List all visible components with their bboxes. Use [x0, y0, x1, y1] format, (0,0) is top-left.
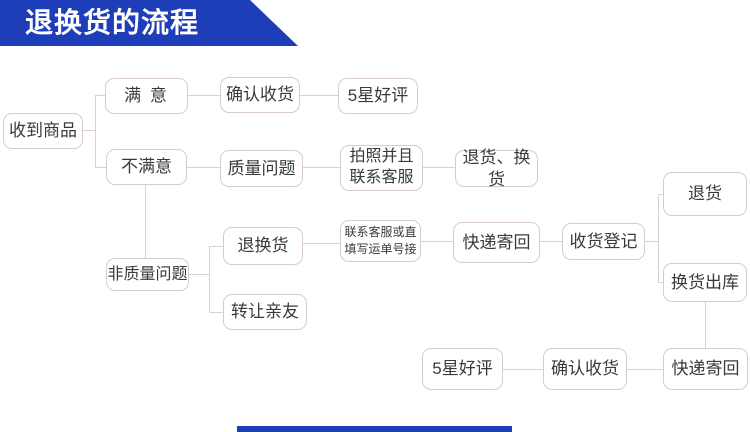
connector-line	[145, 185, 146, 258]
node-received-goods: 收到商品	[3, 113, 83, 149]
header-banner: 退换货的流程	[0, 0, 298, 46]
node-five-star-top: 5星好评	[338, 78, 418, 114]
connector-line	[303, 243, 340, 244]
connector-line	[209, 246, 223, 247]
node-confirm-receipt-top: 确认收货	[220, 77, 300, 113]
connector-line	[658, 282, 664, 283]
connector-line	[645, 241, 658, 242]
node-five-star-bottom: 5星好评	[422, 348, 503, 390]
node-return-goods: 退货	[663, 172, 747, 216]
connector-line	[95, 95, 96, 168]
node-unsatisfied: 不满意	[106, 149, 187, 185]
page-title: 退换货的流程	[25, 7, 200, 38]
connector-line	[209, 312, 223, 313]
connector-line	[503, 369, 543, 370]
connector-line	[83, 130, 95, 131]
node-confirm-receipt-bottom: 确认收货	[543, 348, 627, 390]
connector-line	[188, 95, 220, 96]
connector-line	[209, 246, 210, 312]
node-courier-return-mid: 快递寄回	[453, 222, 540, 263]
connector-line	[95, 167, 107, 168]
connector-line	[658, 194, 664, 195]
node-return-exchange: 退换货	[223, 227, 303, 265]
connector-line	[189, 274, 209, 275]
node-satisfied: 满 意	[105, 78, 188, 114]
node-photo-contact-service: 拍照并且 联系客服	[340, 145, 423, 191]
node-exchange-outbound: 换货出库	[663, 263, 747, 302]
node-return-or-exchange: 退货、换货	[455, 148, 538, 189]
node-contact-or-waybill: 联系客服或直 填写运单号接	[340, 220, 421, 262]
connector-line	[423, 167, 455, 168]
connector-line	[627, 369, 663, 370]
node-courier-return-bottom: 快递寄回	[663, 348, 748, 390]
node-quality-issue: 质量问题	[220, 150, 303, 187]
connector-line	[421, 241, 453, 242]
connector-line	[187, 167, 220, 168]
connector-line	[303, 167, 340, 168]
connector-line	[300, 95, 338, 96]
node-receipt-register: 收货登记	[562, 223, 645, 260]
node-non-quality-issue: 非质量问题	[106, 258, 189, 291]
bottom-accent-bar	[237, 426, 512, 432]
connector-line	[540, 241, 562, 242]
connector-line	[658, 194, 659, 282]
node-transfer-friends: 转让亲友	[223, 294, 307, 330]
connector-line	[95, 95, 106, 96]
connector-line	[705, 302, 706, 348]
